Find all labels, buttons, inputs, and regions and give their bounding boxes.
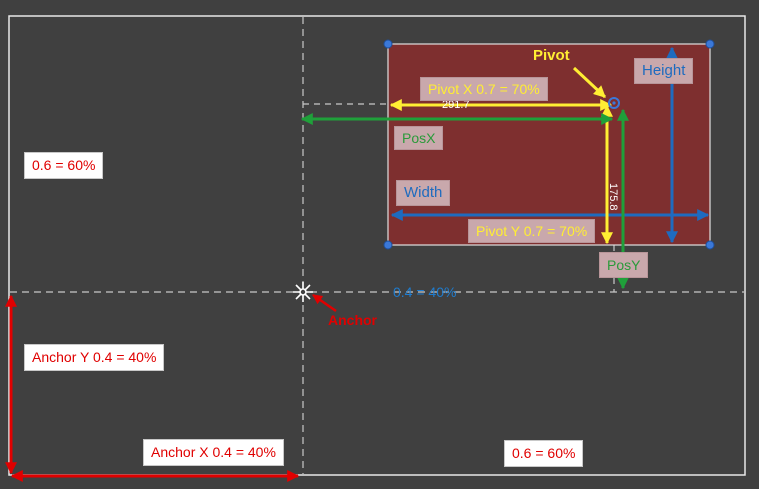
corner-handle-top-left[interactable] [383, 39, 393, 49]
pivot-title: Pivot [533, 47, 570, 64]
corner-handle-top-right[interactable] [705, 39, 715, 49]
anchor-x-label: Anchor X 0.4 = 40% [143, 439, 284, 466]
bottom-share-label: 0.6 = 60% [504, 440, 584, 467]
pivot-callout-arrow [572, 66, 607, 99]
anchor-y-label: Anchor Y 0.4 = 40% [24, 344, 165, 371]
value-y-text: 175.8 [607, 183, 619, 211]
parent-frame [8, 15, 746, 476]
height-label: Height [634, 58, 694, 84]
pivot-y-label: Pivot Y 0.7 = 70% [468, 219, 596, 243]
corner-handle-bottom-left[interactable] [383, 240, 393, 250]
corner-handle-bottom-right[interactable] [705, 240, 715, 250]
anchor-title: Anchor [328, 312, 377, 328]
left-share-label: 0.6 = 60% [24, 152, 104, 179]
anchor-star-icon[interactable] [293, 282, 313, 302]
pivot-circle-icon[interactable] [608, 97, 620, 109]
pos-y-label: PosY [599, 252, 649, 278]
right-share-label: 0.4 = 40% [393, 284, 457, 300]
width-label: Width [396, 180, 451, 206]
anchor-callout-arrow [312, 293, 337, 313]
value-x-text: 291.7 [442, 99, 470, 111]
pos-x-label: PosX [394, 126, 444, 150]
pivot-x-label: Pivot X 0.7 = 70% [420, 77, 548, 101]
